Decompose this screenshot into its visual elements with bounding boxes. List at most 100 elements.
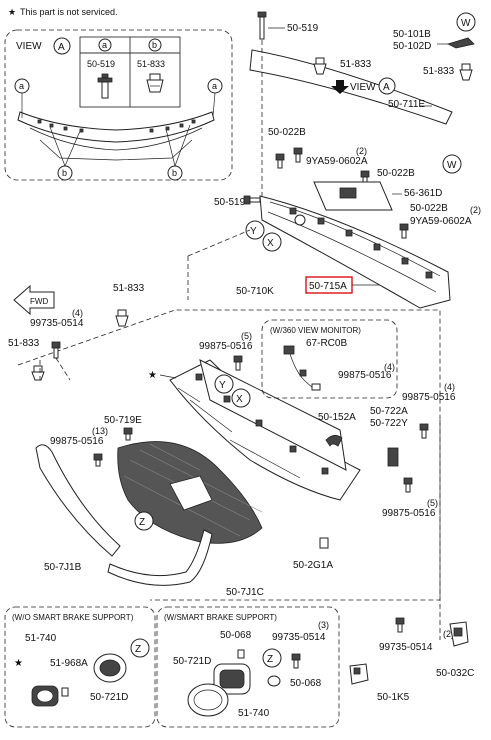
callout-a-right: a: [212, 81, 217, 91]
circle-z-right-box: Z: [267, 654, 273, 665]
emblem-part-icon: [446, 37, 475, 49]
screw-719e: [123, 427, 133, 441]
label-99735-b: 99735-0514: [379, 642, 433, 653]
view-a-letter-circle: [53, 37, 71, 55]
label-99875-b: 99875-0516: [50, 436, 104, 447]
hook-cover-50-152a: [325, 435, 343, 447]
label-9ya59-right: 9YA59-0602A: [410, 216, 472, 227]
view-a-letter: A: [58, 42, 65, 53]
with-smart-brake-box: (W/SMART BRAKE SUPPORT) 50-068 (3) 99735…: [156, 606, 340, 728]
clip-51-833-a: [115, 309, 129, 327]
label-51-833-top: 51-833: [340, 59, 372, 70]
qty-4b: (4): [444, 382, 455, 392]
bolt-icon-d: [399, 223, 409, 239]
circle-w-mid: W: [447, 160, 457, 171]
grille-frame-50-710k: [169, 359, 361, 501]
monitor-variant-box: (W/360 VIEW MONITOR) 67-RC0B (4) 99875-0…: [261, 319, 398, 399]
camera-harness-icon: [283, 345, 321, 391]
callout-b-right: b: [172, 168, 177, 178]
upper-trim-50-711e: [249, 49, 453, 125]
wo-label-51-740: 51-740: [25, 633, 57, 644]
view-a-detail-box: VIEW A a b 50-519 51-833: [4, 29, 233, 181]
qty-5b: (5): [427, 498, 438, 508]
label-50-715a: 50-715A: [309, 281, 347, 292]
label-50-152a: 50-152A: [318, 412, 356, 423]
label-99875-d: 99875-0516: [382, 508, 436, 519]
label-9ya59-left: 9YA59-0602A: [306, 156, 368, 167]
bracket-50-722a: [387, 447, 399, 467]
qty-13: (13): [92, 426, 108, 436]
ws-label-51-740: 51-740: [238, 708, 270, 719]
clip-51-833-b: [31, 365, 45, 381]
screw-99735-b: [395, 617, 405, 633]
ws-qty-3: (3): [318, 620, 329, 630]
ws-label-50-068-a: 50-068: [220, 630, 252, 641]
label-50-022b-left: 50-022B: [268, 127, 306, 138]
label-56-361d: 56-361D: [404, 188, 442, 199]
star-not-serviced: ★: [148, 370, 157, 381]
view-a-arrow-label: VIEW: [350, 82, 376, 93]
circle-w-top: W: [461, 18, 471, 29]
label-50-519-top: 50-519: [287, 23, 319, 34]
callout-b-left: b: [62, 168, 67, 178]
callout-a-left: a: [19, 81, 24, 91]
circle-y-mid: Y: [219, 380, 226, 391]
monitor-label-99875: 99875-0516: [338, 370, 392, 381]
mesh-grille-50-719e: [117, 441, 263, 544]
ws-label-50-068-b: 50-068: [290, 678, 322, 689]
top-bolt-50-519: [257, 11, 267, 40]
view-a-title: VIEW: [16, 41, 42, 52]
screw-99875-d: [403, 477, 413, 493]
wo-label-51-968a: 51-968A: [50, 658, 88, 669]
ws-screw: [291, 653, 301, 669]
monitor-qty: (4): [384, 362, 395, 372]
wo-bezel-50-721d: [93, 653, 127, 683]
ws-box-title: (W/SMART BRAKE SUPPORT): [164, 613, 277, 622]
assembly-frame: [17, 309, 441, 601]
ws-clip-50-068: [237, 649, 245, 659]
label-51-833-a: 51-833: [113, 283, 145, 294]
label-67-rc0b: 67-RC0B: [306, 338, 347, 349]
circle-x-top: X: [267, 238, 274, 249]
label-50-719e: 50-719E: [104, 415, 142, 426]
wo-box-title: (W/O SMART BRAKE SUPPORT): [12, 613, 134, 622]
screw-99875-a: [233, 355, 243, 371]
bumper-top-view-sketch: [17, 111, 215, 161]
ws-label-50-721d: 50-721D: [173, 656, 211, 667]
wo-label-50-721d: 50-721D: [90, 692, 128, 703]
strip-50-7j1c: [107, 529, 213, 586]
circle-z-left-box: Z: [135, 644, 141, 655]
bracket-50-032c: [449, 621, 469, 647]
rivet-icon: [97, 73, 113, 99]
table-col-a: a: [102, 40, 107, 50]
label-51-833-right: 51-833: [423, 66, 455, 77]
bolt-icon-b: [293, 147, 303, 163]
without-smart-brake-box: (W/O SMART BRAKE SUPPORT) 51-740 ★ 51-96…: [4, 606, 156, 728]
ws-grommet: [267, 675, 281, 687]
view-a-box-border: [4, 29, 233, 181]
fwd-arrow: FWD: [13, 284, 55, 316]
wo-emblem: [31, 685, 59, 707]
label-50-101b: 50-101B: [393, 29, 431, 40]
screw-99735-a: [51, 341, 61, 359]
label-99875-a: 99875-0516: [199, 341, 253, 352]
qty-5a: (5): [241, 331, 252, 341]
clip-51-833-right: [459, 63, 473, 81]
fwd-label: FWD: [30, 297, 48, 306]
label-50-722a: 50-722A: [370, 406, 408, 417]
monitor-box-title: (W/360 VIEW MONITOR): [270, 326, 361, 335]
ws-bezel-50-721d: [213, 663, 251, 695]
label-50-722y: 50-722Y: [370, 418, 408, 429]
screw-99875-b: [93, 453, 103, 467]
bolt-icon-a: [275, 153, 285, 169]
bolt-50-519-mid: [243, 195, 261, 205]
bracket-50-1k5: [349, 663, 369, 685]
label-50-7j1b: 50-7J1B: [44, 562, 82, 573]
screw-99875-c: [419, 423, 429, 439]
label-50-519-mid: 50-519: [214, 197, 246, 208]
circle-x-mid: X: [236, 394, 243, 405]
strip-50-7j1b: [35, 444, 121, 557]
view-a-arrow-letter: A: [383, 82, 390, 93]
label-50-7j1c: 50-7J1C: [226, 587, 264, 598]
